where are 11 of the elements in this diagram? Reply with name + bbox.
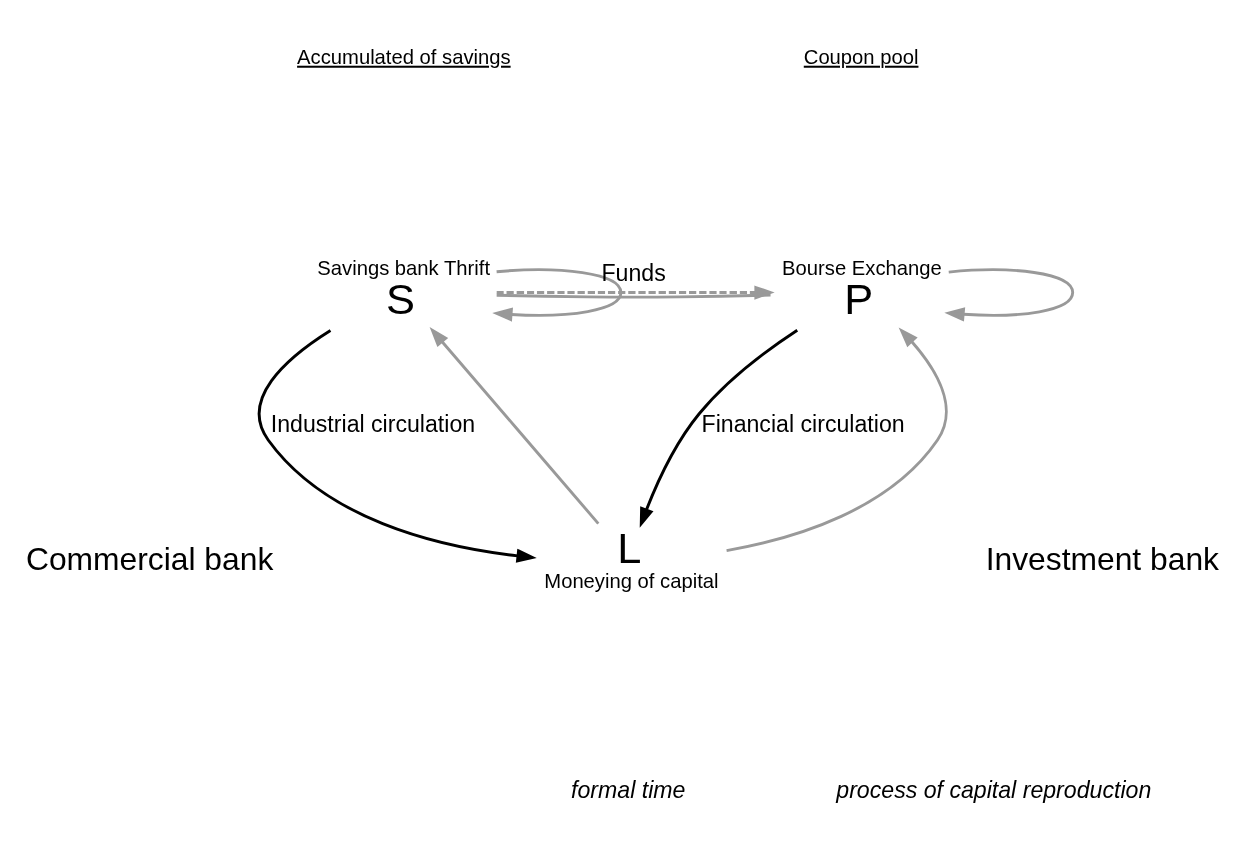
label: process of capital reproduction: [836, 777, 1152, 804]
label: Commercial bank: [25, 540, 274, 577]
node-text: L: [617, 523, 642, 572]
label: Accumulated of savings: [297, 45, 511, 68]
edge-label: Funds: [601, 259, 666, 286]
label: Investment bank: [985, 540, 1219, 577]
edge-label: Financial circulation: [701, 411, 905, 438]
node-label: Moneying of capital: [544, 569, 719, 592]
edge-label: Industrial circulation: [270, 411, 476, 438]
label: formal time: [571, 777, 686, 804]
label: Coupon pool: [803, 45, 919, 68]
